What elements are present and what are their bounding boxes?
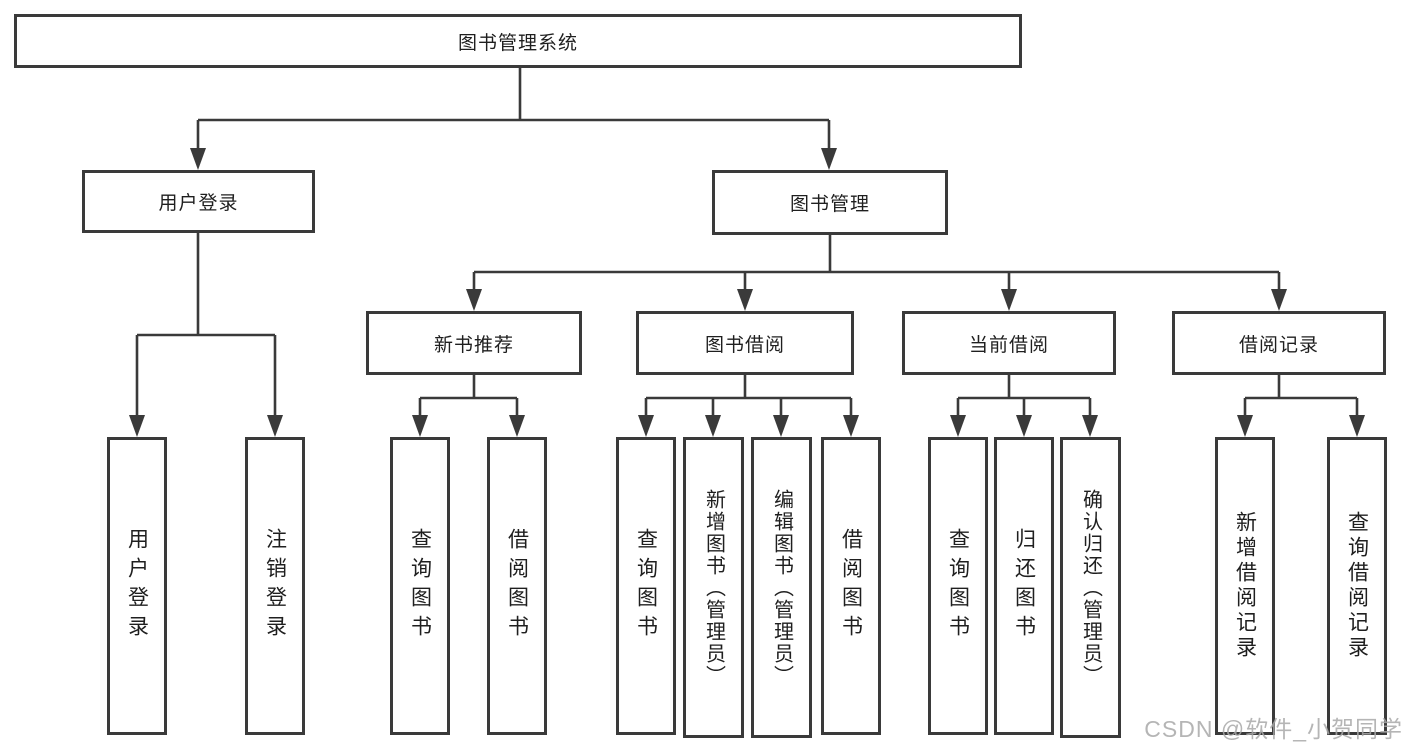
node-new-book-recommendation: 新书推荐 bbox=[366, 311, 582, 375]
node-user-login: 用户登录 bbox=[82, 170, 315, 233]
leaf-logout: 注销登录 bbox=[245, 437, 305, 735]
leaf-user-login: 用户登录 bbox=[107, 437, 167, 735]
leaf-query-books-borrowing: 查询图书 bbox=[616, 437, 676, 735]
leaf-borrow-books: 借阅图书 bbox=[821, 437, 881, 735]
leaf-add-borrowing-record: 新增借阅记录 bbox=[1215, 437, 1275, 735]
node-root-library-management-system: 图书管理系统 bbox=[14, 14, 1022, 68]
leaf-add-books-admin: 新增图书（管理员） bbox=[683, 437, 744, 738]
leaf-query-books-current: 查询图书 bbox=[928, 437, 988, 735]
arrowheads bbox=[129, 148, 1365, 437]
node-book-borrowing: 图书借阅 bbox=[636, 311, 854, 375]
csdn-watermark: CSDN @软件_小贺同学 bbox=[1144, 716, 1403, 742]
leaf-borrow-books-recommend: 借阅图书 bbox=[487, 437, 547, 735]
node-current-borrowing: 当前借阅 bbox=[902, 311, 1116, 375]
leaf-confirm-return-admin: 确认归还（管理员） bbox=[1060, 437, 1121, 738]
node-borrowing-records: 借阅记录 bbox=[1172, 311, 1386, 375]
leaf-edit-books-admin: 编辑图书（管理员） bbox=[751, 437, 812, 738]
leaf-query-borrowing-record: 查询借阅记录 bbox=[1327, 437, 1387, 735]
leaf-query-books-recommend: 查询图书 bbox=[390, 437, 450, 735]
leaf-return-books: 归还图书 bbox=[994, 437, 1054, 735]
node-book-management: 图书管理 bbox=[712, 170, 948, 235]
